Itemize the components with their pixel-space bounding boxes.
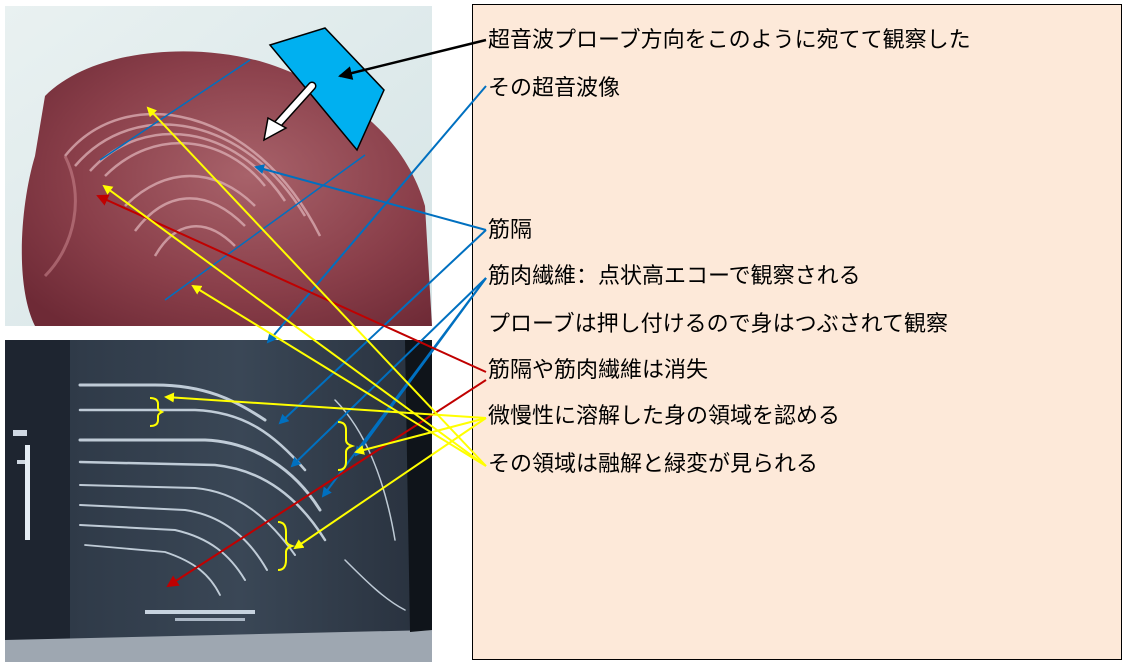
annotation-panel: 超音波プローブ方向をこのように宛てて観察した その超音波像 筋隔 筋肉繊維：点状…: [472, 4, 1122, 660]
label-melting-greening: その領域は融解と緑変が見られる: [488, 452, 819, 477]
label-ultrasound-image: その超音波像: [488, 76, 621, 101]
label-probe-compression: プローブは押し付けるので身はつぶされて観察: [488, 312, 949, 337]
label-probe-direction: 超音波プローブ方向をこのように宛てて観察した: [488, 28, 971, 53]
label-muscle-fiber: 筋肉繊維：点状高エコーで観察される: [488, 264, 861, 289]
ultrasound-image: [5, 340, 432, 662]
label-septum: 筋隔: [488, 218, 533, 243]
tuna-photo: [5, 6, 432, 326]
label-diffuse-region: 微慢性に溶解した身の領域を認める: [488, 404, 841, 429]
label-septum-loss: 筋隔や筋肉繊維は消失: [488, 358, 709, 383]
